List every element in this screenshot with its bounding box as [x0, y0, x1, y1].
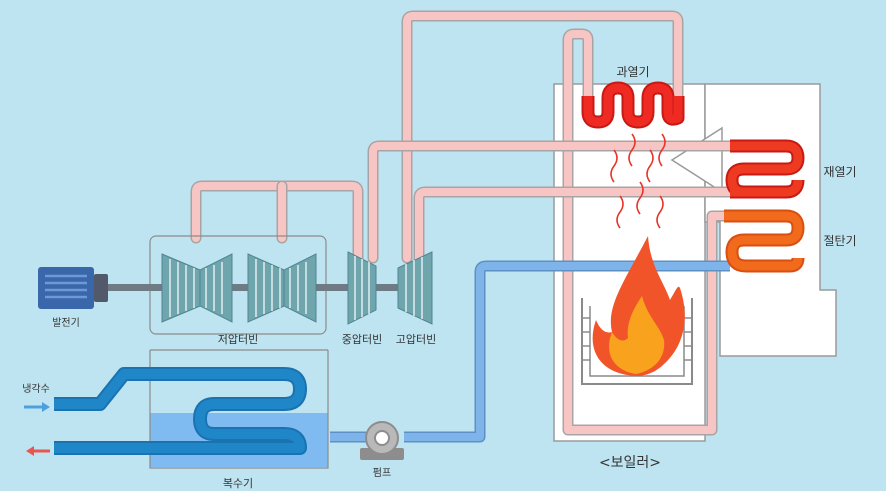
pump-label: 펌프: [373, 467, 391, 479]
pump-icon: [360, 421, 404, 460]
feedwater-pipe: [330, 260, 730, 443]
cooling-water-coil: [54, 367, 307, 455]
reheater-label: 재열기: [823, 165, 856, 179]
lp-turbine-rotor-2: [247, 253, 317, 323]
hp-turbine-label: 고압터빈: [396, 333, 436, 346]
generator-icon: [38, 267, 108, 309]
superheater-coil: [581, 81, 685, 129]
boiler-label: <보일러>: [599, 455, 661, 471]
cooling-water-out-arrow: [26, 446, 50, 456]
lp-turbine-label: 저압터빈: [218, 333, 258, 346]
ip-turbine-label: 중압터빈: [342, 333, 382, 346]
generator-label: 발전기: [52, 317, 80, 329]
economizer-label: 절탄기: [823, 234, 856, 248]
condenser-label: 복수기: [223, 477, 253, 490]
reheater-coil: [725, 139, 805, 199]
lp-turbine-rotor-1: [161, 253, 233, 323]
superheater-label: 과열기: [616, 65, 649, 79]
heat-waves: [610, 133, 666, 229]
economizer-coil: [724, 209, 805, 273]
ip-turbine-rotor: [347, 251, 377, 325]
cooling-water-in-arrow: [24, 402, 50, 412]
furnace: [581, 298, 693, 385]
hp-turbine-rotor: [397, 251, 433, 325]
flame-icon: [592, 236, 685, 376]
cooling-water-label: 냉각수: [22, 383, 50, 395]
steam-pipes: [190, 10, 742, 436]
